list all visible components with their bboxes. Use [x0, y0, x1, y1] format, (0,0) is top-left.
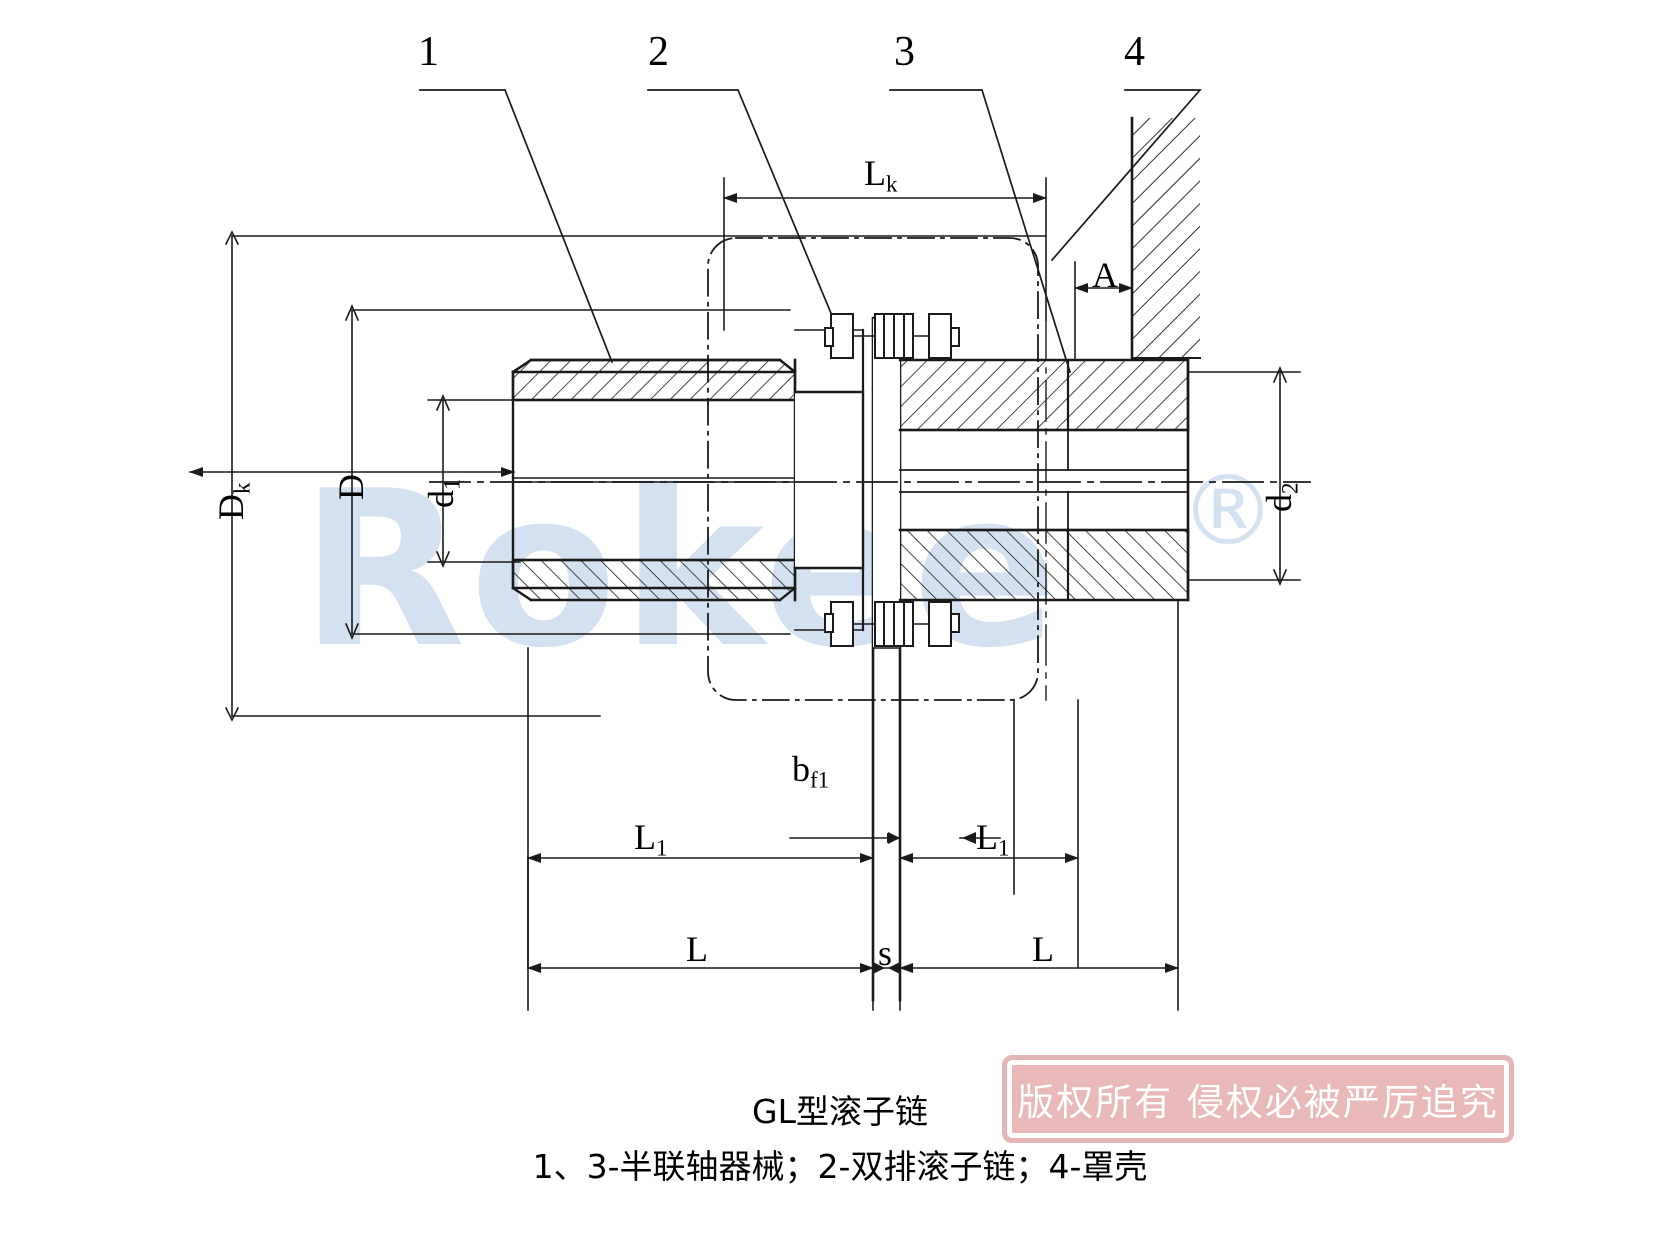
right-half-coupling [898, 358, 1190, 602]
dimension-d1 [427, 393, 521, 569]
dimension-label-Dk-base: D [211, 494, 251, 520]
dimension-s [872, 962, 901, 974]
guard-cover-outline [707, 237, 1039, 701]
dimension-label-Dk: Dk [210, 483, 255, 521]
dimension-label-A: A [1092, 255, 1118, 295]
callout-3-label: 3 [894, 29, 915, 75]
dimension-Lk [723, 177, 1047, 331]
dimension-label-d2-base: d [1259, 494, 1299, 512]
dimension-label-L1-right-base: L [976, 817, 998, 857]
dimension-label-L1-right-sub: 1 [998, 835, 1010, 861]
dimension-L-right [899, 599, 1179, 1011]
dimension-d2 [1187, 365, 1301, 587]
dimension-label-L-left: L [686, 929, 708, 969]
dimension-label-L1-left-base: L [634, 817, 656, 857]
callout-2-label: 2 [648, 29, 669, 75]
dimension-label-D: D [331, 474, 371, 500]
dimension-label-bf1: bf1 [792, 748, 829, 793]
dimension-label-bf1-sub: f1 [810, 767, 830, 793]
copyright-stamp: 版权所有 侵权必被严厉追究 [1002, 1055, 1514, 1143]
dimension-label-bf1-base: b [792, 749, 810, 789]
callout-4-label: 4 [1124, 29, 1145, 75]
dimension-label-d2: d2 [1258, 483, 1303, 513]
dimension-label-d1-sub: 1 [439, 478, 465, 491]
dimension-label-L-right: L [1032, 929, 1054, 969]
dimension-label-Lk-sub: k [886, 171, 898, 197]
chain-centre-plate [871, 316, 902, 1002]
dimension-L1-right [899, 647, 1079, 969]
roller-chain-bottom [824, 601, 960, 647]
dimension-label-L1-left: L1 [634, 816, 668, 861]
dimension-label-Lk-base: L [864, 153, 886, 193]
machine-wall [1130, 116, 1201, 360]
drawing-legend: 1、3-半联轴器械；2-双排滚子链；4-罩壳 [532, 1147, 1148, 1186]
dimension-label-Lk: Lk [864, 152, 898, 197]
dimension-L1-left [527, 647, 874, 969]
left-half-coupling [511, 358, 797, 602]
dimension-bf1-right [959, 832, 1001, 844]
dimension-L-left [527, 857, 874, 1011]
left-sprocket-body [793, 328, 865, 632]
dimension-D [189, 303, 791, 641]
dimension-label-Dk-sub: k [229, 482, 255, 495]
callout-leaders [419, 89, 1202, 374]
dimension-label-d2-sub: 2 [1277, 482, 1303, 495]
drawing-title: GL型滚子链 [752, 1092, 928, 1131]
dimension-label-L1-right: L1 [976, 816, 1010, 861]
roller-chain-top [824, 313, 960, 359]
dimension-A [1074, 261, 1133, 359]
callout-1-label: 1 [418, 29, 439, 75]
dimension-label-L1-left-sub: 1 [656, 835, 668, 861]
copyright-stamp-text: 版权所有 侵权必被严厉追究 [1017, 1081, 1499, 1124]
dimension-label-d1: d1 [420, 479, 465, 509]
dimension-label-s: s [878, 933, 893, 973]
dimension-label-d1-base: d [421, 490, 461, 508]
